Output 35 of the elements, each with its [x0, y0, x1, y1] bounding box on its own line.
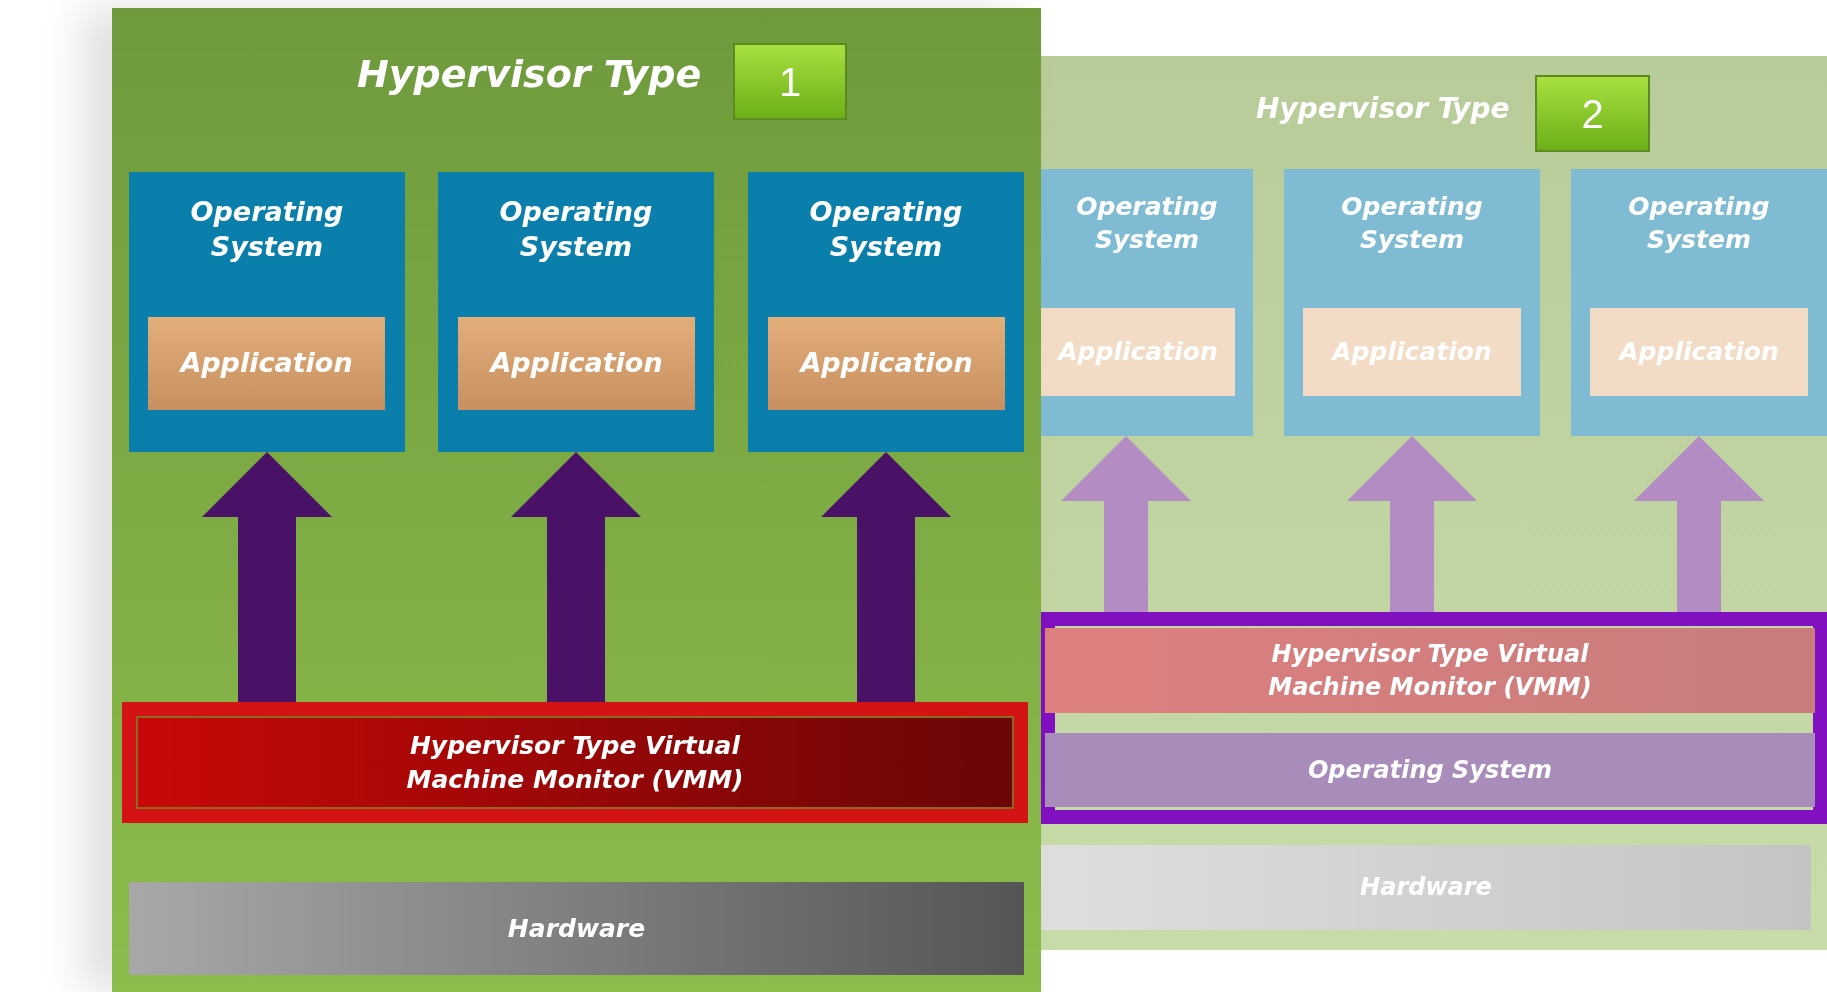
- box-title: Operating System: [808, 195, 964, 265]
- host-os-layer: Operating System: [1045, 733, 1815, 807]
- arrow: [1347, 436, 1477, 612]
- panel-title: Hypervisor Type: [357, 52, 702, 96]
- operating-system-box: [1041, 169, 1253, 436]
- box-title: Operating System: [1075, 191, 1219, 256]
- arrow: [821, 452, 951, 702]
- box-title: Operating System: [1340, 191, 1484, 256]
- arrow: [511, 452, 641, 702]
- vmm-layer: Hypervisor Type Virtual Machine Monitor (VMM): [1045, 628, 1815, 713]
- highlight-frame: [1041, 612, 1827, 824]
- operating-system-box: [1284, 169, 1540, 436]
- arrow: [1061, 436, 1191, 612]
- application-layer: Application: [1303, 308, 1521, 396]
- application-layer: Application: [458, 317, 695, 410]
- arrow: [1634, 436, 1764, 612]
- box-title: Operating System: [1627, 191, 1771, 256]
- arrow: [202, 452, 332, 702]
- application-layer: Application: [768, 317, 1005, 410]
- operating-system-box: [1571, 169, 1827, 436]
- operating-system-box: [748, 172, 1024, 452]
- box-title: Operating System: [189, 195, 345, 265]
- type-badge: 1: [733, 43, 847, 120]
- hypervisor-panel: [112, 8, 1041, 992]
- panel-title: Hypervisor Type: [1256, 92, 1510, 125]
- vmm-layer: Hypervisor Type Virtual Machine Monitor (VMM): [122, 702, 1028, 823]
- application-layer: Application: [1590, 308, 1808, 396]
- hypervisor-panel: [1041, 56, 1827, 950]
- hardware-layer: Hardware: [129, 882, 1024, 975]
- application-layer: Application: [1041, 308, 1235, 396]
- operating-system-box: [129, 172, 405, 452]
- box-title: Operating System: [498, 195, 654, 265]
- type-badge: 2: [1535, 75, 1650, 152]
- application-layer: Application: [148, 317, 385, 410]
- operating-system-box: [438, 172, 714, 452]
